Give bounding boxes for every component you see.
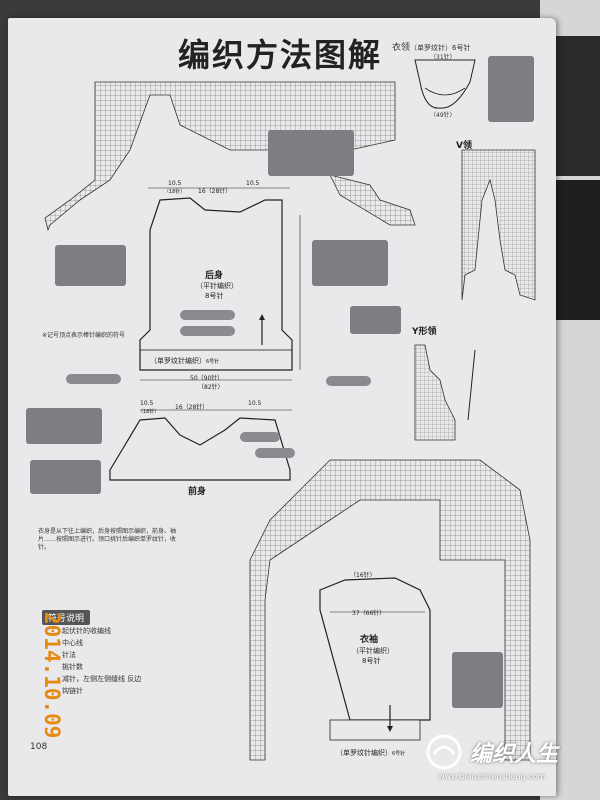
watermark-text: 编织人生: [470, 742, 559, 767]
page-number: 108: [30, 742, 48, 752]
front-label: 前身: [188, 487, 207, 497]
back-bottom-width: 50（90针）: [190, 375, 224, 382]
collar-width-bottom: （49针）: [430, 112, 456, 119]
legend-row: 中心线: [62, 639, 83, 647]
v-neck-label: V领: [456, 141, 472, 151]
v-neck-chart: [461, 149, 536, 301]
sleeve-sub1: （平针编织）: [352, 647, 394, 655]
front-body-outline: [109, 417, 291, 481]
collar-diagram: [414, 59, 476, 109]
back-label: 后身: [205, 271, 224, 281]
sleeve-hem-label: （单罗纹针编织）6号针: [336, 749, 406, 757]
note-box: [488, 56, 534, 122]
back-sub1: （平针编织）: [196, 282, 238, 290]
pill-note: [326, 376, 371, 386]
sleeve-outline: [319, 577, 431, 721]
collar-label: 衣领（单罗纹针）6号针: [392, 43, 471, 53]
watermark-url: www.bianzhirensheng.com: [438, 772, 546, 781]
pill-note: [180, 310, 235, 320]
dim-2: 16（28针）: [198, 188, 232, 195]
sleeve-top-width: （16针）: [350, 572, 376, 579]
dim-4: （18针）: [164, 189, 186, 195]
back-hem-label: （单罗纹针编织）6号针: [150, 357, 220, 365]
dim-5: 10.5: [140, 400, 154, 407]
back-total-width: （82针）: [198, 384, 224, 391]
legend-row: 针法: [62, 651, 76, 659]
sleeve-hem: [329, 719, 421, 741]
pill-note: [180, 326, 235, 336]
symbol-note: ※记号顶点表示棒针编织的符号: [42, 332, 126, 339]
sleeve-chart: [249, 459, 531, 761]
y-neck-line: [467, 349, 476, 421]
sleeve-label: 衣袖: [360, 635, 379, 645]
legend-row: 挑针数: [62, 663, 83, 671]
legend: 符号说明 起伏针的收编线 中心线 针法 挑针数 减针，左侧左侧缝线 反边 钩链针: [42, 606, 182, 697]
sleeve-sub2: 8号针: [362, 657, 381, 665]
note-box: [452, 652, 503, 708]
instruction-paragraph: 衣身是从下往上编织，后身按照图示编织，前身、袖片……按照图示进行。领口挑针后编织…: [38, 528, 177, 551]
legend-row: 起伏针的收编线: [62, 627, 111, 635]
collar-chart: [44, 81, 416, 232]
page-title: 编织方法图解: [178, 36, 383, 74]
pill-note: [66, 374, 121, 384]
y-neck-chart: [414, 344, 456, 441]
legend-row: 减针，左侧左侧缝线 反边: [62, 675, 142, 683]
y-neck-label: Y形领: [412, 327, 437, 337]
date-stamp: 2014.10.09: [40, 612, 64, 739]
sleeve-mid-width: 37（66针）: [352, 610, 386, 617]
watermark-logo-icon: [426, 734, 462, 770]
collar-width-top: （31针）: [430, 54, 456, 61]
note-box: [350, 306, 401, 334]
legend-row: 钩链针: [62, 687, 83, 695]
note-box: [268, 130, 354, 176]
dim-1: 10.5: [168, 180, 182, 187]
note-box: [55, 245, 126, 286]
legend-header: 符号说明: [42, 610, 91, 625]
pill-note: [255, 448, 295, 458]
back-body-outline: [139, 197, 293, 371]
dim-8: （18针）: [138, 409, 160, 415]
dim-7: 10.5: [248, 400, 262, 407]
back-sub2: 8号针: [205, 292, 224, 300]
note-box: [312, 240, 388, 286]
dim-6: 16（28针）: [175, 404, 209, 411]
note-box: [26, 408, 102, 444]
note-box: [30, 460, 101, 494]
pill-note: [240, 432, 280, 442]
back-hem: [139, 349, 293, 371]
dim-3: 10.5: [246, 180, 260, 187]
